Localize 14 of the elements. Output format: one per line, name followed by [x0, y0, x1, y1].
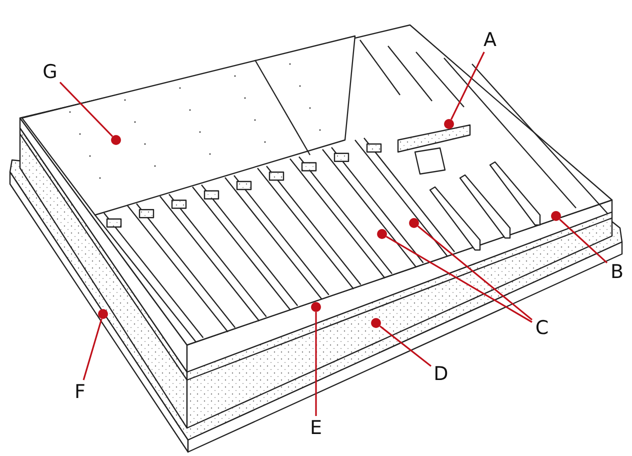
callout-letter: C — [532, 316, 552, 340]
callout-letter: E — [306, 416, 326, 440]
leader-line — [59, 82, 114, 137]
leader-line — [386, 236, 532, 323]
callout-letter: A — [480, 28, 500, 52]
callout-letter: D — [431, 362, 451, 386]
callout-letter: F — [70, 380, 90, 404]
leader-line — [379, 325, 432, 367]
leader-line — [559, 218, 608, 264]
callout-letter: G — [40, 60, 60, 84]
leader-line — [315, 312, 317, 416]
leader-line — [417, 226, 532, 320]
callout-letter: B — [607, 260, 627, 284]
leader-line — [450, 52, 485, 120]
